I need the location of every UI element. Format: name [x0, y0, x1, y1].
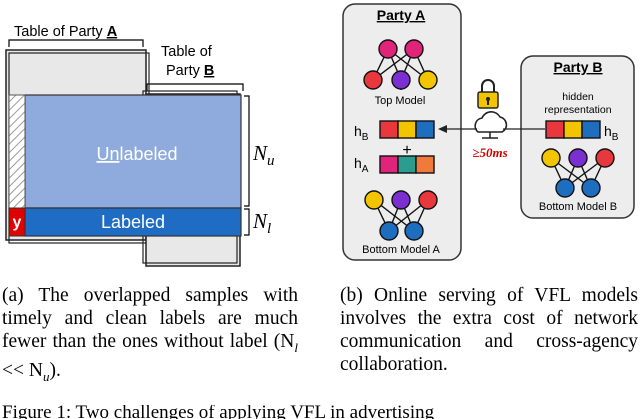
latency-label: ≥50ms: [472, 145, 507, 160]
hb-vector: [379, 120, 435, 139]
vfl-serving-diagram: Party A Top Model hB + hA: [342, 3, 635, 261]
ha-vector: [379, 155, 435, 174]
figure-caption-cutoff: Figure 1: Two challenges of applying VFL…: [2, 405, 435, 419]
unlabeled-text: Unlabeled: [96, 144, 177, 164]
nl-label: Nl: [252, 209, 271, 237]
table-b-bracket: [146, 83, 244, 91]
unlabeled-region: [24, 94, 242, 209]
hidden-rep-line1: hidden: [562, 91, 594, 103]
hidden-rep-line2: representation: [544, 104, 611, 116]
table-a-label: Table of Party A: [14, 24, 118, 40]
caption-b: (b) Online serving of VFL models involve…: [340, 285, 638, 375]
cloud-icon: [474, 111, 508, 139]
table-a-bracket: [8, 39, 144, 47]
table-b-label-line1: Table of: [161, 44, 213, 60]
transfer-arrow: [438, 125, 545, 133]
nl-brace: [244, 208, 250, 236]
ha-label: hA: [354, 155, 369, 175]
caption-a: (a) The overlapped samples with timely a…: [2, 285, 298, 384]
label-column-y: [8, 207, 26, 237]
party-a-title: Party A: [377, 7, 426, 23]
bottom-model-a-network: [364, 190, 438, 241]
hb-right-label: hB: [604, 123, 619, 143]
bottom-model-b-network: [541, 148, 615, 198]
table-b-label-line2: Party B: [166, 63, 214, 79]
nu-brace: [244, 95, 250, 207]
party-b-title: Party B: [553, 59, 602, 75]
bottom-model-b-label: Bottom Model B: [539, 201, 617, 213]
y-tag: y: [13, 214, 22, 231]
labeled-text: Labeled: [101, 212, 165, 232]
bottom-model-a-label: Bottom Model A: [362, 244, 440, 256]
plus-sign: +: [402, 142, 411, 159]
top-model-network: [363, 39, 438, 90]
lock-icon: [477, 79, 499, 109]
hb-vector-party-b: [545, 120, 601, 139]
labeled-region: [24, 207, 242, 237]
data-overlap-diagram: Table of Party A Table of Party B y Unla…: [5, 24, 275, 267]
top-model-label: Top Model: [375, 95, 426, 107]
nu-label: Nu: [252, 141, 275, 169]
hb-label: hB: [354, 123, 369, 143]
label-column-hatched: [8, 94, 26, 209]
